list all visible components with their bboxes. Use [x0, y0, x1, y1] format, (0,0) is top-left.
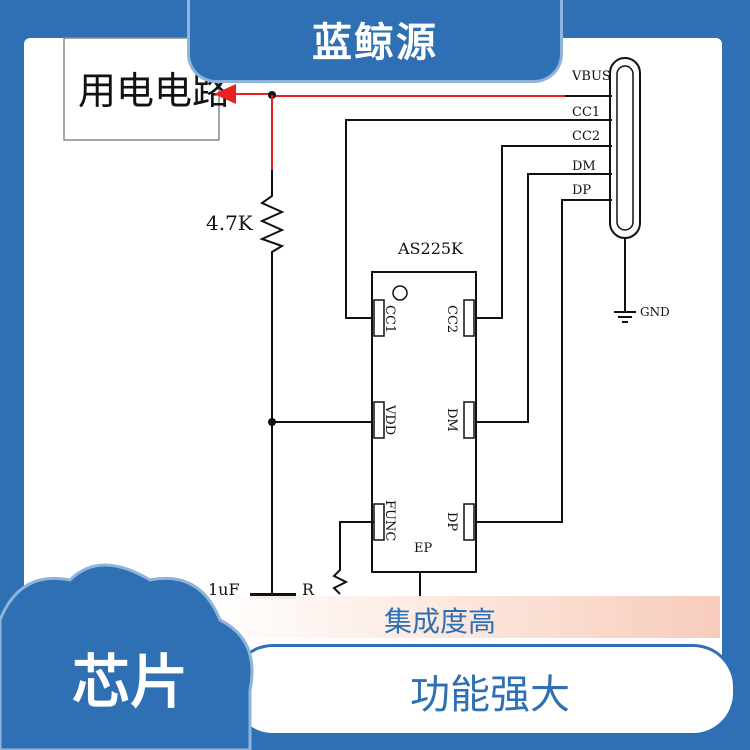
dm-wire	[474, 173, 612, 423]
func-wire	[332, 521, 374, 595]
pin-label-vbus: VBUS	[571, 69, 611, 84]
resistor-label: 4.7K	[206, 211, 254, 235]
pin-label-dp: DP	[572, 183, 591, 198]
chip-pin-dm: DM	[444, 408, 459, 432]
chip-pin-cc2: CC2	[444, 305, 459, 333]
feature-2-text: 功能强大	[410, 672, 570, 718]
cc2-wire	[474, 145, 612, 319]
chip-pin-vdd: VDD	[382, 404, 397, 435]
cc1-wire	[345, 119, 612, 319]
usb-connector	[609, 57, 641, 239]
chip-pin-ep: EP	[414, 541, 432, 556]
chip-pin-func: FUNC	[382, 500, 397, 541]
chip-name: AS225K	[397, 239, 464, 258]
left-title: 芯片	[71, 648, 188, 716]
dp-wire	[474, 199, 612, 523]
pin-label-cc2: CC2	[572, 129, 600, 144]
cap-label: 1uF	[208, 580, 240, 599]
feature-2-pill	[230, 644, 736, 736]
top-banner	[190, 0, 560, 80]
chip-body	[371, 271, 477, 573]
resistor-4k7	[259, 170, 285, 256]
chip-pin1-dot	[392, 285, 408, 301]
feature-1-text: 集成度高	[383, 605, 496, 638]
chip-pin-cc1: CC1	[382, 305, 397, 333]
cloud-shape	[0, 563, 254, 750]
feature-strip	[210, 596, 720, 638]
pin-label-dm: DM	[572, 159, 596, 174]
gnd-label: GND	[640, 305, 670, 319]
pin-label-cc1: CC1	[572, 105, 600, 120]
banner-title: 蓝鲸源	[312, 20, 438, 66]
vbus-arrow	[214, 84, 236, 104]
r-label: R	[302, 580, 315, 599]
chip-pin-dp: DP	[444, 512, 459, 531]
